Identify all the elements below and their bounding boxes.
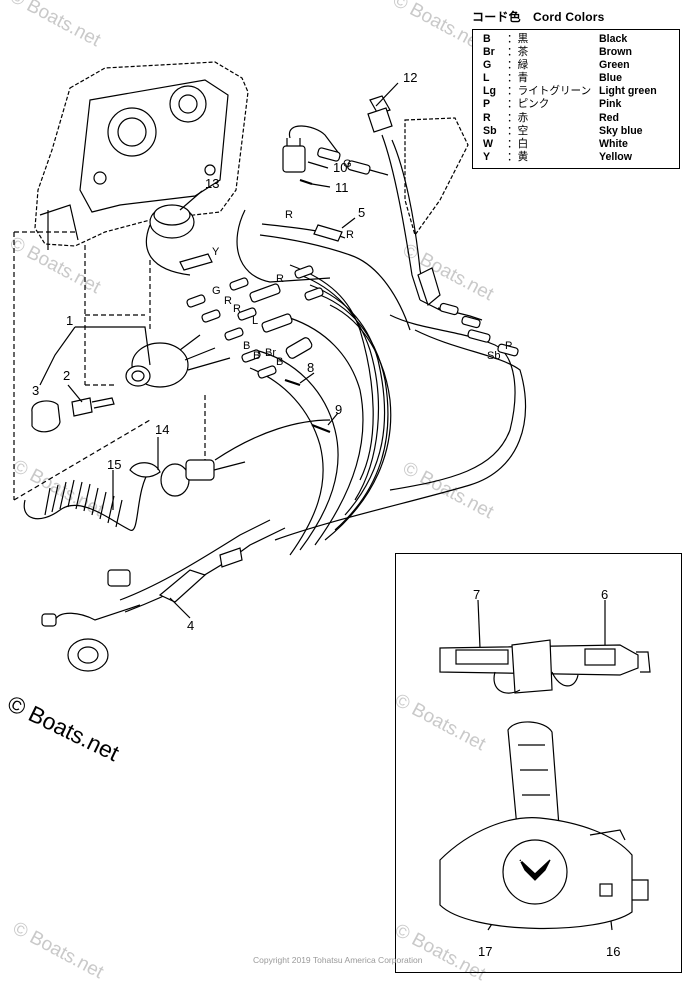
legend-jp: ：緑: [507, 59, 529, 72]
legend-code: B: [483, 33, 491, 45]
tohatsu-logo-text: TOHATSU: [513, 857, 547, 864]
callout-16: 16: [606, 944, 621, 959]
wire-label: B: [253, 350, 261, 362]
legend-code: G: [483, 59, 492, 72]
legend-title: コード色 Cord Colors: [472, 10, 605, 24]
stop-switch: [160, 419, 331, 497]
wire-label: R: [233, 303, 241, 315]
clip-9: [311, 423, 331, 434]
callout-12: 12: [403, 70, 418, 85]
wire-label: B: [276, 356, 284, 368]
ignition-key: [71, 397, 115, 417]
legend-row: W ：白 White: [483, 138, 673, 151]
legend-en: Yellow: [599, 150, 632, 163]
wire-label: G: [212, 285, 221, 297]
inset-frame: [395, 553, 682, 973]
legend-row: P ：ピンク Pink: [483, 98, 673, 111]
wire-harness: [179, 209, 527, 556]
main-switch: [125, 334, 231, 388]
legend-en: Red: [599, 111, 620, 124]
relay: [282, 125, 389, 185]
wire-label: R: [346, 229, 354, 241]
legend-code: W: [483, 137, 493, 150]
callout-1: 1: [66, 313, 74, 328]
wire-label: R: [276, 273, 284, 285]
callout-14: 14: [155, 422, 170, 437]
legend-row: Lg ：ライトグリーン Light green: [483, 85, 673, 98]
legend-jp: ：ピンク: [507, 98, 550, 111]
key-cap: [31, 400, 61, 433]
clip-8: [284, 378, 301, 387]
remote-control-box: [439, 639, 651, 930]
wire-label: L: [252, 315, 259, 327]
wire-label: Sb: [487, 350, 501, 362]
legend-code: R: [483, 111, 491, 124]
legend-row: Br ：茶 Brown: [483, 46, 673, 59]
callout-10: 10: [333, 160, 348, 175]
callout-9: 9: [335, 402, 343, 417]
legend-code: Br: [483, 46, 495, 59]
wire-label: G: [343, 158, 352, 170]
legend-row: G ：緑 Green: [483, 59, 673, 72]
callout-17: 17: [478, 944, 493, 959]
legend-code: Lg: [483, 85, 496, 98]
wire-label: Y: [212, 246, 220, 258]
callout-11: 11: [335, 180, 349, 195]
horn: [145, 204, 195, 276]
wire-label: R: [224, 295, 232, 307]
legend-code: L: [483, 72, 490, 85]
wire-label: Br: [265, 347, 276, 359]
legend-jp: ：黄: [507, 150, 529, 163]
legend-en: Light green: [599, 85, 657, 98]
legend-en: White: [599, 137, 628, 150]
callout-8: 8: [307, 360, 315, 375]
callout-3: 3: [32, 383, 40, 398]
legend-en: Pink: [599, 98, 622, 111]
legend-jp: ：茶: [507, 46, 529, 59]
remote-control-housing: [34, 61, 249, 250]
legend-code: P: [483, 98, 491, 111]
legend-en: Sky blue: [599, 124, 643, 137]
legend-code: Y: [483, 150, 491, 163]
legend-row: L ：青 Blue: [483, 72, 673, 85]
wire-label: R: [285, 209, 293, 221]
callout-7: 7: [473, 587, 481, 602]
legend-en: Black: [599, 33, 628, 45]
legend-jp: ：ライトグリーン: [507, 85, 592, 98]
callout-5: 5: [358, 205, 366, 220]
legend-jp: ：青: [507, 72, 529, 85]
callout-2: 2: [63, 368, 71, 383]
legend-en: Blue: [599, 72, 622, 85]
callout-15: 15: [107, 457, 122, 472]
legend-en: Brown: [599, 46, 632, 59]
legend-row: Y ：黄 Yellow: [483, 151, 673, 164]
callout-4: 4: [187, 618, 195, 633]
wire-label: B: [243, 340, 251, 352]
callout-13: 13: [205, 176, 220, 191]
legend-en: Green: [599, 59, 630, 72]
legend-row: R ：赤 Red: [483, 112, 673, 125]
legend-jp: ：赤: [507, 111, 529, 124]
wire-label: P: [505, 340, 513, 352]
lanyard: [23, 462, 161, 531]
legend-jp: ：白: [507, 137, 529, 150]
trim-switch: [367, 95, 469, 307]
legend-row: B ：黒 Black: [483, 33, 673, 46]
extension-harness: [41, 519, 286, 672]
legend-row: Sb ：空 Sky blue: [483, 125, 673, 138]
cord-color-legend: コード色 Cord Colors B ：黒 Black Br ：茶 Brown …: [472, 8, 680, 169]
legend-box: B ：黒 Black Br ：茶 Brown G ：緑 Green L ：青 B…: [472, 29, 680, 169]
legend-code: Sb: [483, 124, 497, 137]
legend-jp: ：黒: [507, 33, 529, 45]
callout-6: 6: [601, 587, 609, 602]
copyright-notice: Copyright 2019 Tohatsu America Corporati…: [253, 955, 423, 965]
legend-jp: ：空: [507, 124, 529, 137]
